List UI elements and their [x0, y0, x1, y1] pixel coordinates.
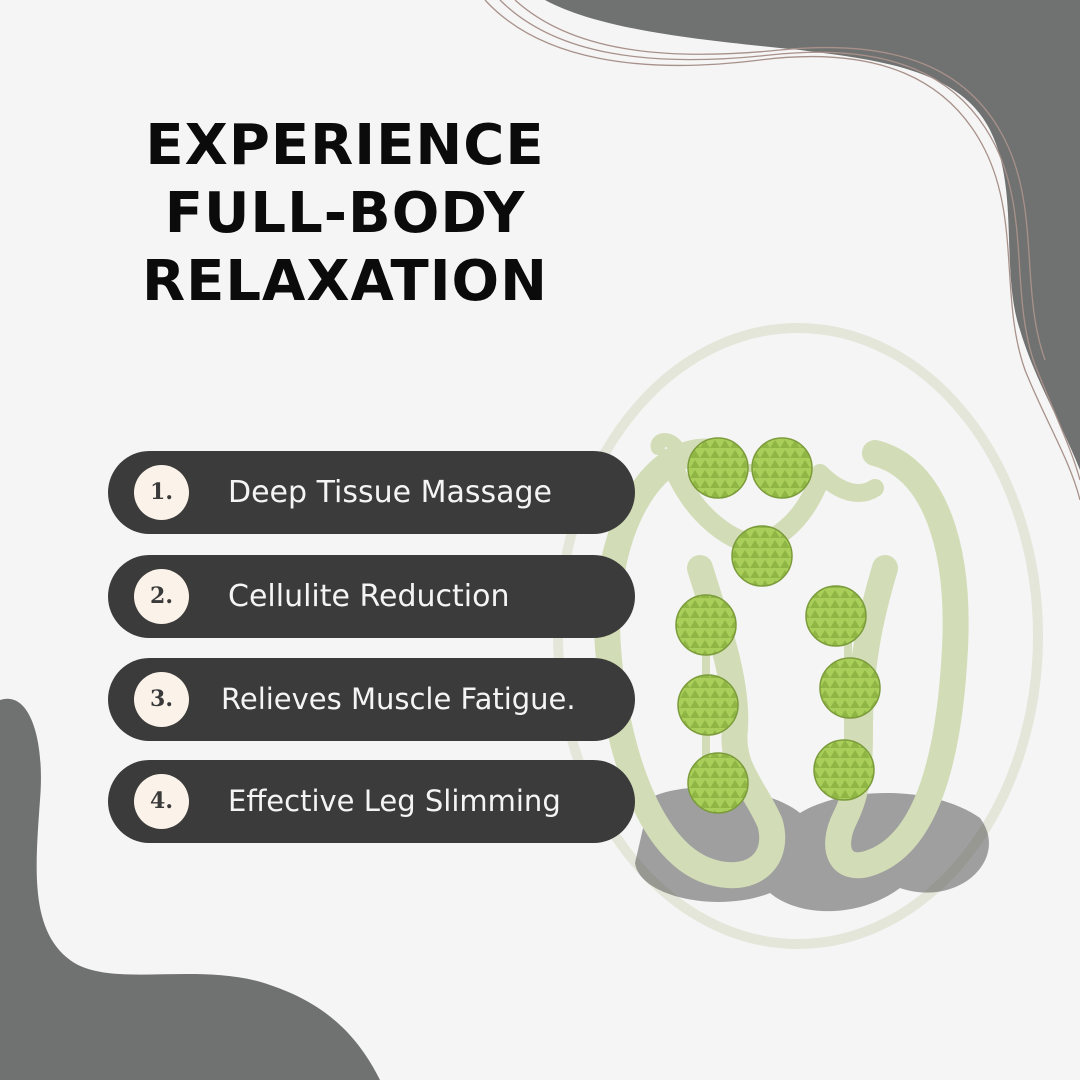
benefit-item-4: 4. Effective Leg Slimming [108, 760, 635, 843]
title-line-3: RELAXATION [141, 249, 549, 314]
benefit-number: 4. [150, 788, 173, 814]
title-line-1: EXPERIENCE [145, 113, 545, 178]
benefit-label: Relieves Muscle Fatigue. [221, 682, 576, 716]
benefit-number: 1. [150, 479, 173, 505]
frame-left [594, 438, 786, 889]
benefit-label: Effective Leg Slimming [228, 784, 561, 818]
benefit-item-1: 1. Deep Tissue Massage [108, 451, 635, 534]
benefit-label: Deep Tissue Massage [228, 475, 553, 510]
benefit-number: 3. [150, 686, 173, 712]
number-badge: 4. [134, 774, 189, 829]
leg-roller-massager-image [553, 323, 1043, 949]
decorative-line-2 [499, 0, 1080, 481]
massage-rollers [675, 437, 881, 814]
benefit-item-2: 2. Cellulite Reduction [108, 555, 635, 638]
decorative-line-3 [514, 0, 1046, 361]
benefit-number: 2. [150, 583, 173, 609]
number-badge: 3. [134, 672, 189, 727]
number-badge: 1. [134, 465, 189, 520]
benefit-item-3: 3. Relieves Muscle Fatigue. [108, 658, 635, 741]
decorative-line-1 [484, 0, 1080, 501]
bottom-left-blob [0, 698, 380, 1080]
benefit-label: Cellulite Reduction [228, 579, 510, 614]
number-badge: 2. [134, 569, 189, 624]
page-title: EXPERIENCE FULL-BODY RELAXATION [100, 112, 590, 316]
title-line-2: FULL-BODY [164, 181, 526, 246]
top-right-blob [545, 0, 1080, 470]
